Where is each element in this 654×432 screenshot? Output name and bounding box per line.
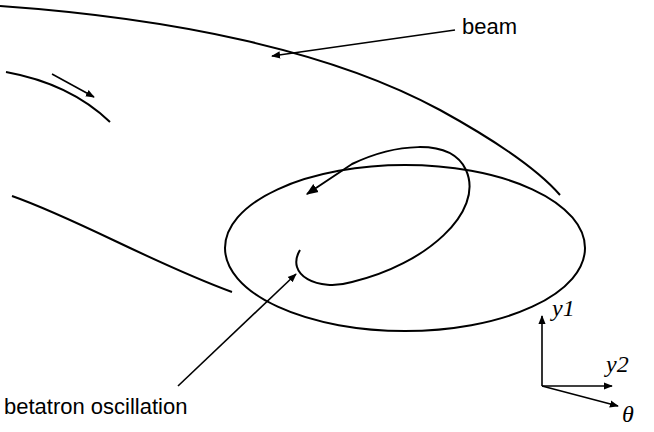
leader-line	[272, 30, 455, 56]
axis-label: y2	[606, 352, 629, 376]
beam-edge	[0, 6, 560, 195]
leader-line	[178, 274, 296, 386]
part-label: betatron oscillation	[4, 396, 187, 418]
betatron-orbit	[296, 147, 469, 285]
axis-arrow	[541, 316, 543, 386]
beam-edge	[12, 196, 232, 292]
part-label: beam	[462, 16, 517, 38]
axis-label: y1	[552, 296, 575, 320]
axis-arrow	[542, 386, 618, 406]
beam-cross-section	[225, 165, 585, 331]
axis-arrow	[542, 385, 612, 387]
axis-label: θ	[622, 402, 634, 426]
beam-direction-arrow	[52, 74, 94, 97]
beam-edge	[6, 72, 110, 122]
